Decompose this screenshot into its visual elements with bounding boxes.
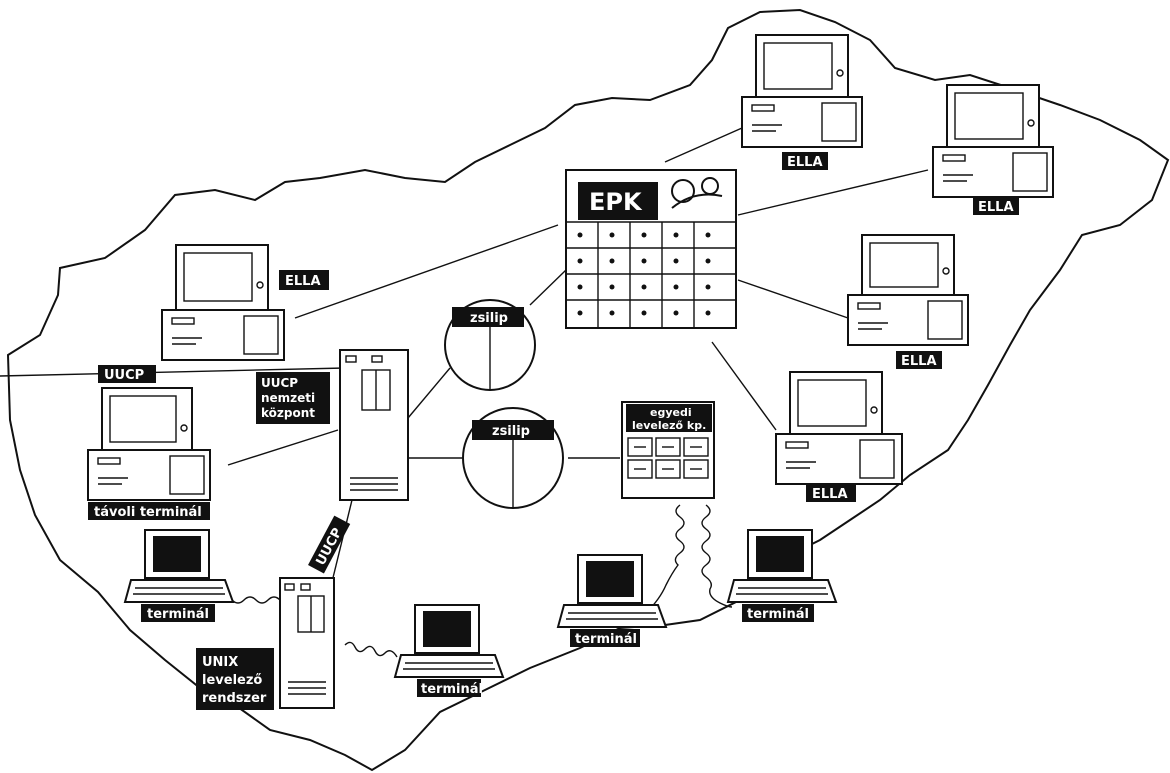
server-tower-icon bbox=[339, 349, 409, 501]
desktop-computer-icon bbox=[161, 244, 285, 361]
unix-label-line3: rendszer bbox=[202, 691, 267, 706]
ella-computer-southeast: ELLA bbox=[775, 371, 903, 502]
network-links bbox=[0, 127, 929, 591]
link-gate1-center bbox=[407, 367, 451, 419]
terminal-icon bbox=[393, 604, 505, 678]
epk-grid bbox=[566, 221, 736, 328]
link-epk-north bbox=[664, 127, 743, 163]
uucp-link-label: UUCP bbox=[308, 515, 351, 574]
mailbox-grid-icon bbox=[627, 437, 709, 479]
remote-terminal-label: távoli terminál bbox=[94, 505, 202, 520]
ella-computer-west: ELLA bbox=[161, 244, 329, 361]
gateway-1: zsilip bbox=[444, 299, 536, 391]
terminal-label: terminál bbox=[575, 632, 637, 647]
epk-hub: EPK bbox=[565, 169, 737, 329]
terminal-icon bbox=[726, 529, 838, 603]
terminal-icon bbox=[556, 554, 668, 628]
gateway-2: zsilip bbox=[462, 407, 564, 509]
svg-text:UUCP: UUCP bbox=[104, 368, 144, 383]
ella-computer-east: ELLA bbox=[847, 234, 969, 369]
gateway-label: zsilip bbox=[470, 311, 508, 326]
link-epk-east bbox=[737, 279, 849, 319]
desktop-computer-icon bbox=[775, 371, 903, 485]
desktop-computer-icon bbox=[932, 84, 1054, 198]
desktop-computer-icon bbox=[87, 387, 211, 501]
corp-label-line2: levelező kp. bbox=[632, 419, 706, 432]
unix-label-line1: UNIX bbox=[202, 655, 238, 670]
country-outline bbox=[6, 8, 1170, 772]
terminal-southeast: terminál bbox=[726, 529, 838, 622]
ella-label: ELLA bbox=[285, 274, 321, 289]
remote-terminal: távoli terminál bbox=[87, 387, 211, 520]
terminal-label: terminál bbox=[747, 607, 809, 622]
terminal-center: terminál bbox=[393, 604, 505, 697]
terminal-south: terminál bbox=[556, 554, 668, 647]
terminal-label: terminál bbox=[147, 607, 209, 622]
ella-label: ELLA bbox=[978, 200, 1014, 215]
ella-label: ELLA bbox=[812, 487, 848, 502]
link-epk-gate1 bbox=[529, 269, 567, 306]
link-center-unix bbox=[329, 499, 353, 591]
terminal-label: terminál bbox=[421, 682, 483, 697]
center-label-line3: központ bbox=[261, 406, 315, 420]
unix-mail-system: UNIX levelező rendszer bbox=[196, 577, 335, 710]
uucp-national-center: UUCP nemzeti központ bbox=[256, 349, 409, 501]
corp-label-line1: egyedi bbox=[650, 406, 692, 419]
desktop-computer-icon bbox=[741, 34, 863, 148]
link-uucp-external bbox=[0, 367, 346, 377]
ella-label: ELLA bbox=[787, 155, 823, 170]
corporate-mail-center: egyedi levelező kp. bbox=[621, 401, 715, 499]
unix-label-line2: levelező bbox=[202, 673, 262, 688]
link-epk-ne bbox=[737, 169, 929, 216]
cable-terminal-d bbox=[701, 504, 733, 608]
link-epk-se bbox=[711, 341, 777, 431]
epk-grid-dots bbox=[577, 232, 711, 316]
epk-logo bbox=[671, 177, 723, 209]
terminal-icon bbox=[123, 529, 235, 603]
center-label-line1: UUCP bbox=[261, 376, 298, 390]
server-tower-icon bbox=[279, 577, 335, 709]
uucp-line-label: UUCP bbox=[98, 365, 156, 383]
cable-terminal-b bbox=[344, 641, 398, 658]
epk-label: EPK bbox=[589, 188, 643, 216]
center-label-line2: nemzeti bbox=[261, 391, 315, 405]
ella-label: ELLA bbox=[901, 354, 937, 369]
link-center-remote bbox=[227, 429, 339, 466]
ella-computer-northeast: ELLA bbox=[932, 84, 1054, 215]
desktop-computer-icon bbox=[847, 234, 969, 346]
gateway-label: zsilip bbox=[492, 424, 530, 439]
ella-computer-north: ELLA bbox=[741, 34, 863, 170]
terminal-west: terminál bbox=[123, 529, 235, 622]
link-epk-west bbox=[294, 224, 559, 319]
